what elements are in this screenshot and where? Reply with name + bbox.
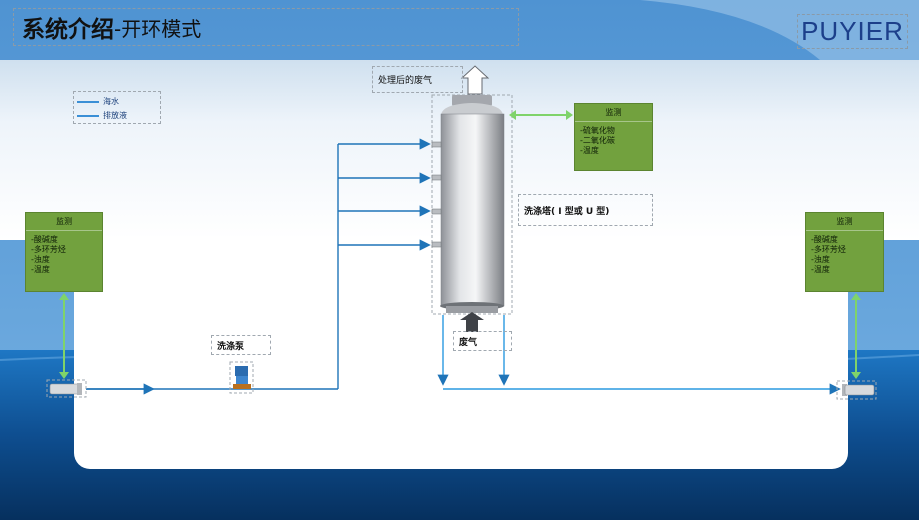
- monitor-left[interactable]: 监测 -酸碱度 -多环芳烃 -浊度 -温度: [25, 212, 103, 292]
- monitor-item: -温度: [811, 265, 830, 274]
- monitor-title: 监测: [806, 213, 883, 231]
- brand-logo: PUYIER: [797, 14, 908, 49]
- seawater-lines: [86, 138, 431, 395]
- monitor-item: -温度: [31, 265, 50, 274]
- monitor-item: -二氧化碳: [580, 136, 615, 145]
- legend-item-discharge: 排放液: [77, 110, 127, 121]
- pump-label: 洗涤泵: [211, 335, 271, 355]
- legend-label: 海水: [103, 97, 119, 106]
- tower-text: 洗涤塔( I 型或 U 型): [524, 206, 610, 217]
- wash-tower[interactable]: [431, 94, 513, 315]
- legend: 海水 排放液: [73, 91, 161, 124]
- pump-text: 洗涤泵: [217, 341, 245, 352]
- title-sub: -开环模式: [114, 16, 202, 41]
- monitor-item: -多环芳烃: [811, 245, 846, 254]
- legend-label: 排放液: [103, 111, 127, 120]
- monitor-item: -酸碱度: [811, 235, 838, 244]
- seawater-inlet-pipe[interactable]: [46, 379, 87, 398]
- monitor-right[interactable]: 监测 -酸碱度 -多环芳烃 -浊度 -温度: [805, 212, 884, 292]
- treated-gas-text: 处理后的废气: [378, 76, 433, 86]
- monitor-item: -酸碱度: [31, 235, 58, 244]
- logo-text: PUYIER: [801, 16, 904, 46]
- wash-pump[interactable]: [229, 361, 254, 394]
- exhaust-inlet-arrow: [460, 312, 484, 332]
- monitor-top[interactable]: 监测 -硫氧化物 -二氧化碳 -温度: [574, 103, 653, 171]
- monitor-item: -温度: [580, 146, 599, 155]
- page-title: 系统介绍 -开环模式: [13, 8, 519, 46]
- exhaust-in-label: 废气: [453, 331, 512, 351]
- discharge-lines: [437, 315, 841, 395]
- legend-item-seawater: 海水: [77, 96, 119, 107]
- title-main: 系统介绍: [22, 17, 114, 43]
- legend-swatch: [77, 100, 99, 103]
- monitor-item: -多环芳烃: [31, 245, 66, 254]
- treated-gas-label: 处理后的废气: [372, 66, 463, 93]
- exhaust-in-text: 废气: [459, 337, 478, 348]
- legend-swatch: [77, 114, 99, 117]
- discharge-outlet-pipe[interactable]: [836, 380, 877, 400]
- monitor-item: -浊度: [31, 255, 50, 264]
- monitor-item: -浊度: [811, 255, 830, 264]
- tower-label: 洗涤塔( I 型或 U 型): [518, 194, 653, 226]
- monitor-item: -硫氧化物: [580, 126, 615, 135]
- monitor-title: 监测: [26, 213, 102, 231]
- treated-gas-arrow: [460, 65, 490, 95]
- monitor-links: [59, 110, 861, 379]
- monitor-title: 监测: [575, 104, 652, 122]
